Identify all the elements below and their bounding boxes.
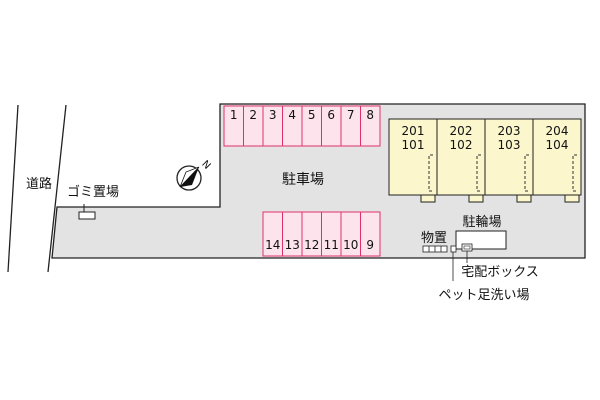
parking-space-1: 1	[223, 105, 244, 147]
parking-space-9: 9	[360, 211, 381, 257]
parking-space-4: 4	[282, 105, 303, 147]
parking-space-13: 13	[282, 211, 303, 257]
parking-number: 7	[347, 108, 355, 122]
parking-number: 5	[308, 108, 316, 122]
parking-number: 12	[304, 238, 319, 252]
parking-number: 2	[249, 108, 257, 122]
unit-lower-number: 101	[402, 138, 425, 152]
road-label: 道路	[26, 176, 52, 192]
parking-space-7: 7	[340, 105, 361, 147]
parking-label: 駐車場	[282, 171, 324, 188]
bicycle-parking-label: 駐輪場	[462, 214, 501, 230]
road-edge-right	[47, 104, 67, 273]
unit-lower-number: 104	[546, 138, 569, 152]
parking-number: 3	[269, 108, 277, 122]
parking-space-8: 8	[360, 105, 381, 147]
delivery-box-label: 宅配ボックス	[461, 265, 539, 280]
unit-upper-number: 202	[450, 124, 473, 138]
parking-space-12: 12	[301, 211, 322, 257]
parking-number: 13	[285, 238, 300, 252]
storage-label: 物置	[421, 231, 447, 246]
parking-space-6: 6	[321, 105, 342, 147]
parking-number: 11	[324, 238, 339, 252]
parking-number: 4	[288, 108, 296, 122]
road-edge-left	[7, 104, 19, 273]
garbage-area-label: ゴミ置場	[67, 184, 119, 200]
storage-units	[422, 245, 448, 253]
north-label: N	[199, 159, 212, 172]
parking-space-10: 10	[340, 211, 361, 257]
unit-upper-number: 204	[546, 124, 569, 138]
pet-wash-box	[450, 245, 457, 253]
parking-space-3: 3	[262, 105, 283, 147]
parking-space-11: 11	[321, 211, 342, 257]
parking-number: 10	[343, 238, 358, 252]
garbage-box	[78, 211, 96, 220]
parking-number: 14	[265, 238, 280, 252]
unit-lower-number: 103	[498, 138, 521, 152]
parking-space-14: 14	[262, 211, 283, 257]
north-arrow-icon: N	[176, 159, 212, 191]
parking-number: 1	[230, 108, 238, 122]
parking-row-bottom: 14 13 12 11 10 9	[262, 211, 381, 257]
parking-space-2: 2	[243, 105, 264, 147]
parking-number: 6	[327, 108, 335, 122]
parking-space-5: 5	[301, 105, 322, 147]
parking-number: 9	[366, 238, 374, 252]
unit-upper-number: 203	[498, 124, 521, 138]
unit-upper-number: 201	[402, 124, 425, 138]
parking-number: 8	[366, 108, 374, 122]
unit-lower-number: 102	[450, 138, 473, 152]
pet-wash-label: ペット足洗い場	[438, 288, 529, 303]
